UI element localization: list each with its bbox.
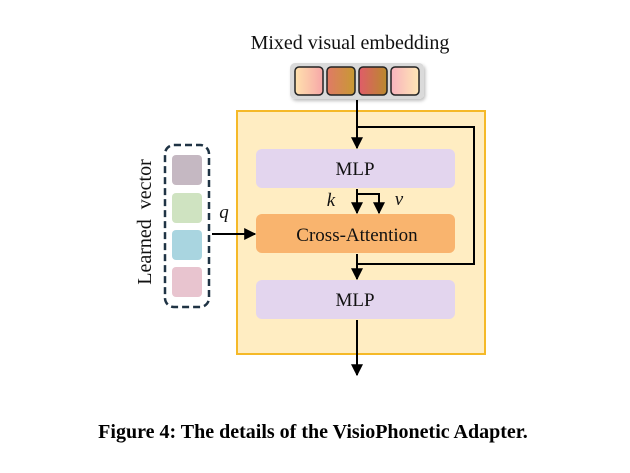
cross-attention-box xyxy=(256,214,455,253)
input-token xyxy=(390,66,420,96)
figure-caption: Figure 4: The details of the VisioPhonet… xyxy=(98,421,528,443)
mlp-top-box xyxy=(256,149,455,188)
arrow-value xyxy=(357,193,385,215)
cross-attention-label: Cross-Attention xyxy=(296,225,418,246)
input-token xyxy=(326,66,356,96)
learned-vector-cell xyxy=(172,155,202,185)
learned-vector-cell xyxy=(172,193,202,223)
learned-vector-label: Learned vector xyxy=(134,159,156,285)
flow-arrows xyxy=(212,100,475,377)
learned-vector-cell xyxy=(172,230,202,260)
input-embedding-label: Mixed visual embedding xyxy=(251,32,450,54)
input-token xyxy=(294,66,324,96)
input-token xyxy=(358,66,388,96)
value-label: v xyxy=(395,189,404,210)
learned-vector-container xyxy=(163,143,211,309)
mlp-bottom-box xyxy=(256,280,455,319)
residual-connection xyxy=(357,126,475,265)
learned-vector-cell xyxy=(172,267,202,297)
mixed-visual-embedding xyxy=(290,63,424,99)
mlp-top-label: MLP xyxy=(335,159,374,180)
key-label: k xyxy=(327,190,336,211)
query-label: q xyxy=(219,202,229,223)
learned-vector xyxy=(163,143,211,309)
mlp-bottom-label: MLP xyxy=(335,290,374,311)
